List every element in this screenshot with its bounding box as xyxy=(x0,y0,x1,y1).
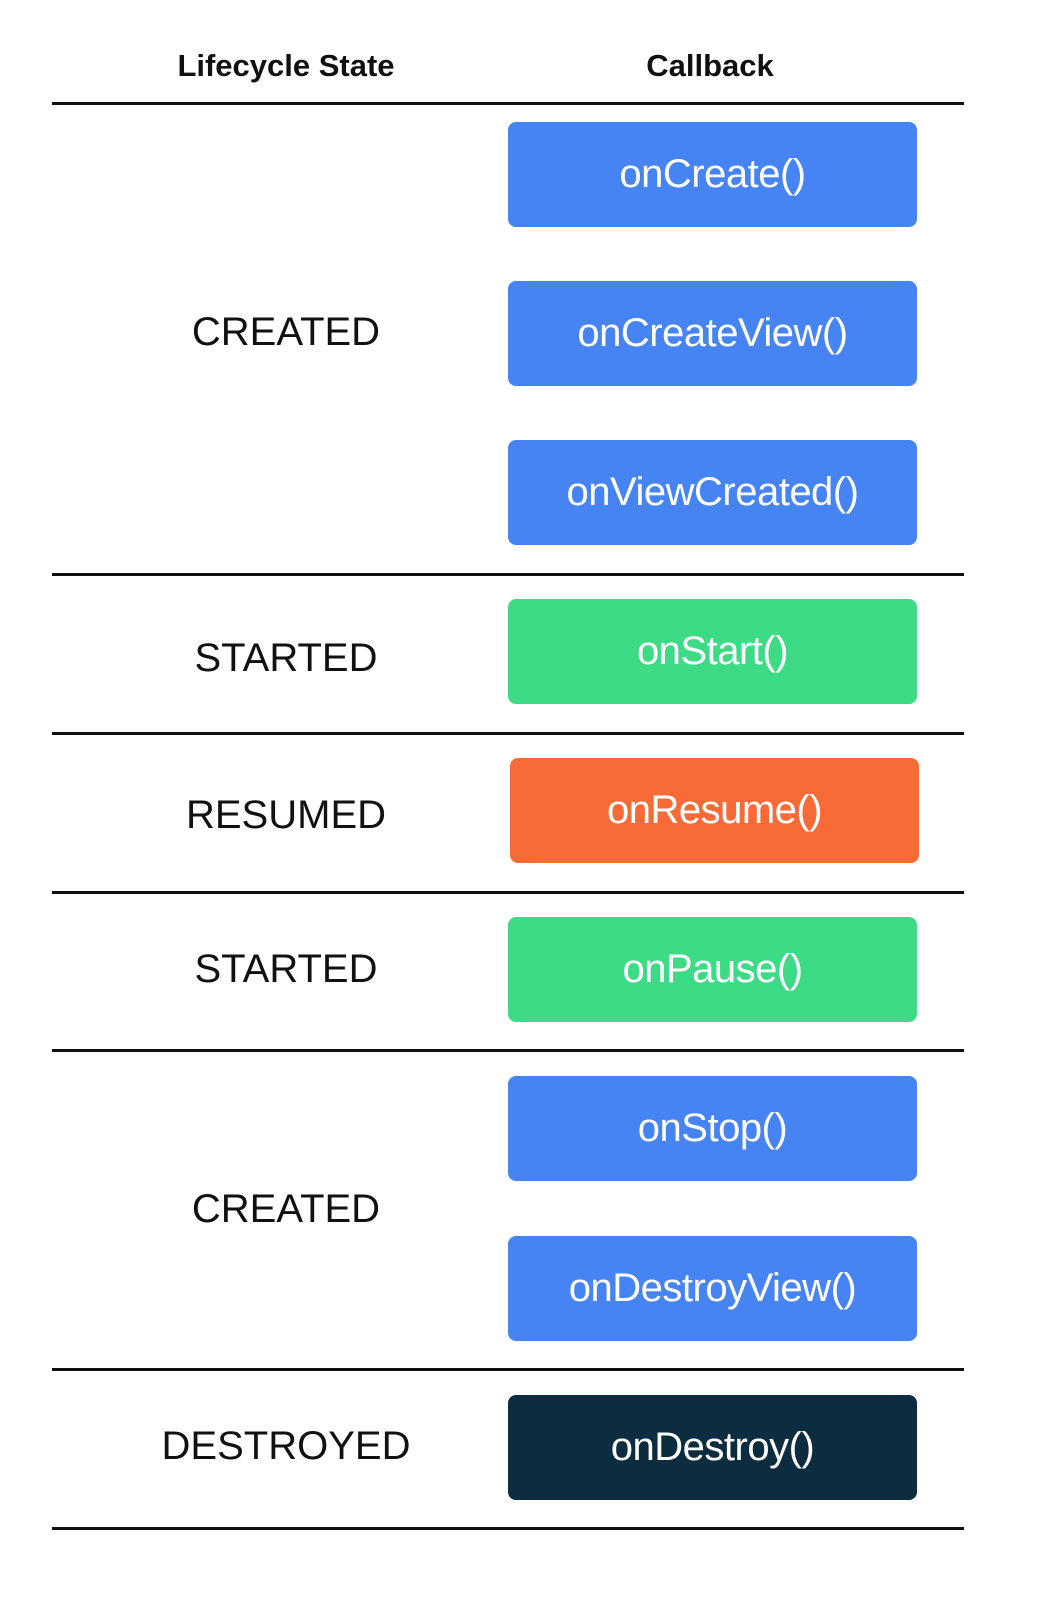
callback-on-create-view[interactable]: onCreateView() xyxy=(508,281,917,386)
callback-on-stop[interactable]: onStop() xyxy=(508,1076,917,1181)
divider xyxy=(52,102,964,105)
callback-header: Callback xyxy=(646,48,774,83)
state-label-created: CREATED xyxy=(191,310,381,354)
callback-on-pause[interactable]: onPause() xyxy=(508,917,917,1022)
callback-on-create[interactable]: onCreate() xyxy=(508,122,917,227)
callback-on-resume[interactable]: onResume() xyxy=(510,758,919,863)
callback-on-destroy[interactable]: onDestroy() xyxy=(508,1395,917,1500)
divider xyxy=(52,1368,964,1371)
callback-on-start[interactable]: onStart() xyxy=(508,599,917,704)
callback-on-destroy-view[interactable]: onDestroyView() xyxy=(508,1236,917,1341)
divider xyxy=(52,573,964,576)
divider xyxy=(52,1527,964,1530)
state-label-destroyed: DESTROYED xyxy=(161,1424,411,1468)
state-label-created: CREATED xyxy=(191,1187,381,1231)
callback-on-view-created[interactable]: onViewCreated() xyxy=(508,440,917,545)
divider xyxy=(52,732,964,735)
state-label-resumed: RESUMED xyxy=(185,793,387,837)
state-label-started: STARTED xyxy=(194,947,378,991)
state-label-started: STARTED xyxy=(194,636,378,680)
lifecycle-state-header: Lifecycle State xyxy=(177,48,395,83)
divider xyxy=(52,891,964,894)
divider xyxy=(52,1049,964,1052)
